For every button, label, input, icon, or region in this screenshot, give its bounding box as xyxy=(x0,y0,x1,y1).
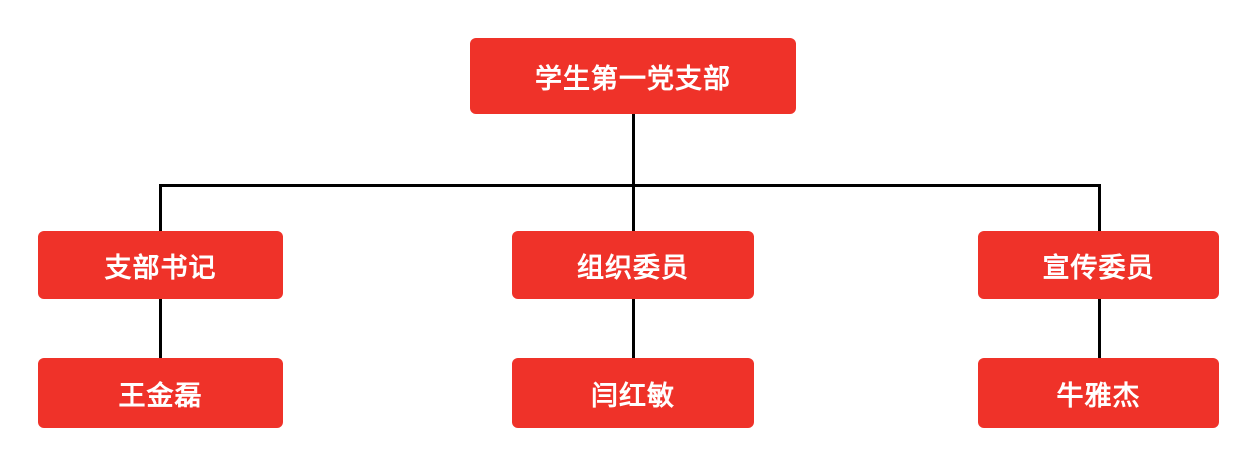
node-member-organization: 闫红敏 xyxy=(512,358,754,428)
connector-horizontal-rail xyxy=(159,184,1100,187)
node-role-organization-commissioner: 组织委员 xyxy=(512,231,754,299)
node-member-publicity: 牛雅杰 xyxy=(978,358,1219,428)
node-member-secretary: 王金磊 xyxy=(38,358,283,428)
node-role-branch-secretary: 支部书记 xyxy=(38,231,283,299)
connector-secretary-to-member xyxy=(159,299,162,358)
connector-rail-to-secretary xyxy=(159,184,162,231)
connector-organization-to-member xyxy=(632,299,635,358)
connector-publicity-to-member xyxy=(1098,299,1101,358)
node-role-publicity-commissioner: 宣传委员 xyxy=(978,231,1219,299)
node-party-branch-root: 学生第一党支部 xyxy=(470,38,796,114)
connector-rail-to-publicity xyxy=(1098,184,1101,231)
connector-root-to-organization xyxy=(632,114,635,231)
